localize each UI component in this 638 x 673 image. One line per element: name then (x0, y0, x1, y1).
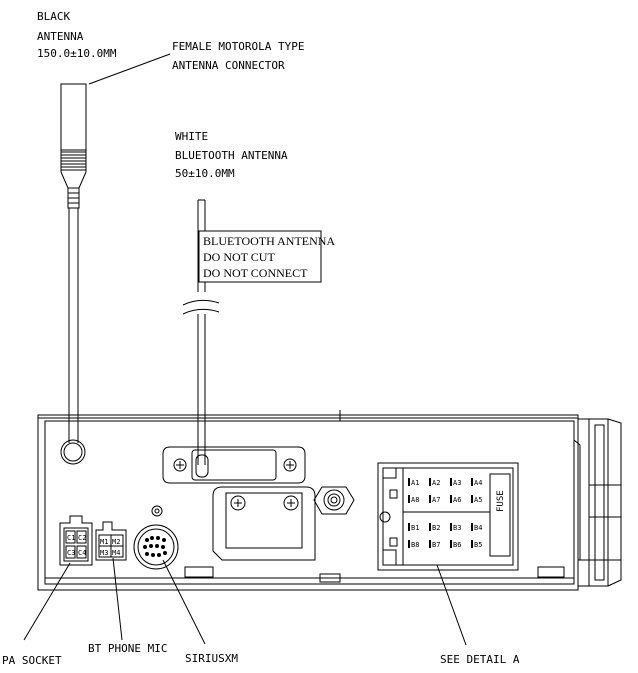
bt-tag-line2: DO NOT CUT (203, 250, 275, 264)
pin-b1: B1 (411, 524, 419, 532)
female-connector-label: FEMALE MOTOROLA TYPE ANTENNA CONNECTOR (172, 40, 304, 72)
pa-pin-c1: C1 (67, 534, 75, 542)
pin-a5: A5 (474, 496, 482, 504)
iso-connector-block: FUSE A1 A2 A3 A4 A8 A7 A6 A5 B1 B2 B3 B4… (377, 462, 519, 571)
bt-tag-line3: DO NOT CONNECT (203, 266, 308, 280)
radio-chassis (37, 410, 622, 591)
female-connector-leader (88, 53, 171, 85)
female-connector-label-line1: FEMALE MOTOROLA TYPE (172, 40, 304, 53)
bt-warning-tag: BLUETOOTH ANTENNA DO NOT CUT DO NOT CONN… (198, 230, 335, 283)
bt-tag-line1: BLUETOOTH ANTENNA (203, 234, 335, 248)
pin-a1: A1 (411, 479, 419, 487)
antenna-socket (60, 439, 86, 465)
bt-antenna-plate (162, 446, 306, 484)
white-bt-antenna-label-line2: BLUETOOTH ANTENNA (175, 149, 288, 162)
pa-pin-c2: C2 (78, 534, 86, 542)
see-detail-a-label: SEE DETAIL A (440, 653, 520, 666)
pin-b4: B4 (474, 524, 482, 532)
side-bracket (573, 418, 622, 587)
pa-socket-leader (23, 562, 71, 641)
mic-pin-1: M1 (100, 538, 108, 546)
black-antenna-cable (60, 83, 87, 440)
bt-mic-leader (112, 557, 123, 641)
black-antenna-label-line1: BLACK (37, 10, 70, 23)
pins-b-top: B1 B2 B3 B4 (408, 523, 482, 532)
pins-a-bottom: A8 A7 A6 A5 (408, 495, 482, 504)
mic-pin-2: M2 (112, 538, 120, 546)
pin-a6: A6 (453, 496, 461, 504)
pa-socket-label: PA SOCKET (2, 654, 62, 667)
bottom-labels: PA SOCKET BT PHONE MIC SIRIUSXM SEE DETA… (2, 642, 520, 667)
pin-b8: B8 (411, 541, 419, 549)
detail-a-leader (436, 564, 467, 646)
pa-pin-c4: C4 (78, 549, 86, 557)
white-bt-antenna-label-line1: WHITE (175, 130, 208, 143)
bt-phone-mic-connector: M1 M2 M3 M4 (95, 521, 127, 561)
pin-b2: B2 (432, 524, 440, 532)
siriusxm-connector (133, 505, 179, 570)
pin-b5: B5 (474, 541, 482, 549)
female-connector-label-line2: ANTENNA CONNECTOR (172, 59, 285, 72)
white-bt-antenna-label-line3: 50±10.0MM (175, 167, 235, 180)
pin-a8: A8 (411, 496, 419, 504)
ground-nut (313, 486, 355, 515)
siriusxm-leader (162, 559, 206, 645)
pins-a-top: A1 A2 A3 A4 (408, 478, 482, 487)
fuse-label: FUSE (496, 490, 506, 512)
pin-a3: A3 (453, 479, 461, 487)
pin-b6: B6 (453, 541, 461, 549)
bt-phone-mic-label: BT PHONE MIC (88, 642, 167, 655)
pa-pin-c3: C3 (67, 549, 75, 557)
pa-socket-connector: C1 C2 C3 C4 (59, 515, 93, 566)
pin-b7: B7 (432, 541, 440, 549)
pin-a7: A7 (432, 496, 440, 504)
bluetooth-antenna-wire (182, 199, 220, 465)
pin-a2: A2 (432, 479, 440, 487)
pins-b-bottom: B8 B7 B6 B5 (408, 540, 482, 549)
mic-pin-4: M4 (112, 549, 120, 557)
center-plate (212, 486, 316, 561)
black-antenna-label: BLACK ANTENNA 150.0±10.0MM (37, 10, 117, 60)
black-antenna-label-line3: 150.0±10.0MM (37, 47, 117, 60)
black-antenna-label-line2: ANTENNA (37, 30, 84, 43)
mic-pin-3: M3 (100, 549, 108, 557)
connector-ribs (61, 151, 86, 171)
pin-b3: B3 (453, 524, 461, 532)
white-bt-antenna-label: WHITE BLUETOOTH ANTENNA 50±10.0MM (175, 130, 288, 180)
siriusxm-label: SIRIUSXM (185, 652, 238, 665)
pin-a4: A4 (474, 479, 482, 487)
